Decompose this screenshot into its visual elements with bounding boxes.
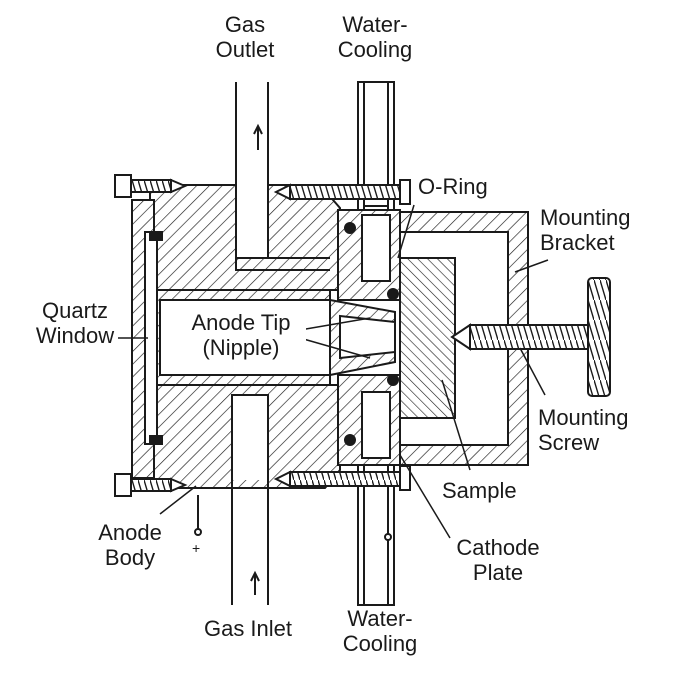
mounting-bracket-label: Mounting Bracket xyxy=(540,205,631,255)
anode-polarity-label: + xyxy=(192,540,201,556)
quartz-window-label: Quartz Window xyxy=(25,298,125,348)
anode-body-label: Anode Body xyxy=(85,520,175,570)
water-cooling-bottom-label-line1: Water- xyxy=(347,606,413,631)
mounting-screw xyxy=(450,277,611,397)
gas-outlet-label-line1: Gas xyxy=(224,12,266,37)
cathode-plate-label-line1: Cathode xyxy=(456,535,540,560)
anode-terminal xyxy=(194,528,202,536)
mounting-bracket-label-line2: Bracket xyxy=(540,230,615,255)
cathode-plate-label: Cathode Plate xyxy=(438,535,558,585)
water-cooling-bottom-label-line2: Cooling xyxy=(342,631,418,656)
mounting-screw-label-line1: Mounting xyxy=(538,405,629,430)
mounting-screw-label: Mounting Screw xyxy=(538,405,629,455)
mounting-bracket-label-line1: Mounting xyxy=(540,205,631,230)
quartz-window-label-line1: Quartz xyxy=(41,298,109,323)
clamp-screw-top xyxy=(273,179,411,205)
water-cooling-top-label: Water- Cooling xyxy=(325,12,425,62)
water-cooling-bottom-label: Water- Cooling xyxy=(325,606,435,656)
cathode-plate-label-line2: Plate xyxy=(472,560,524,585)
mounting-bracket xyxy=(399,211,529,466)
clamp-screw-bottom xyxy=(273,465,411,491)
gas-outlet-label: Gas Outlet xyxy=(205,12,285,62)
gas-outlet-tube xyxy=(235,82,269,259)
water-cooling-top-label-line1: Water- xyxy=(342,12,408,37)
flange-screw-bottom xyxy=(114,473,188,497)
anode-tip-label-line1: Anode Tip xyxy=(191,310,291,335)
cathode-terminal xyxy=(384,533,392,541)
anode-cavity-wall xyxy=(149,289,331,386)
o-ring-upper xyxy=(344,222,356,234)
anode-tip-label: Anode Tip (Nipple) xyxy=(176,310,306,360)
water-cooling-top-label-line2: Cooling xyxy=(337,37,413,62)
flange-screw-top xyxy=(114,174,188,198)
gas-outlet-label-line2: Outlet xyxy=(215,37,275,62)
gas-inlet-tube xyxy=(231,480,269,605)
sample xyxy=(399,257,456,419)
anode-body-label-line2: Body xyxy=(104,545,156,570)
anode-body-label-line1: Anode xyxy=(98,520,162,545)
o-ring-lower xyxy=(344,434,356,446)
sample-label: Sample xyxy=(442,478,517,503)
gas-inlet-label: Gas Inlet xyxy=(203,616,293,641)
mounting-screw-label-line2: Screw xyxy=(538,430,600,455)
quartz-window-label-line2: Window xyxy=(35,323,115,348)
anode-tip-label-line2: (Nipple) xyxy=(202,335,280,360)
o-ring-label: O-Ring xyxy=(418,174,488,199)
